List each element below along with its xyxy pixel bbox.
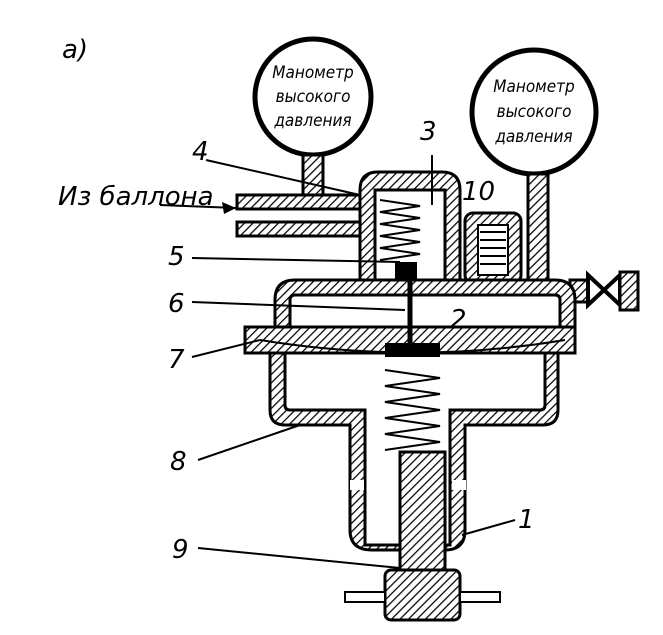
part-label-1: 1 <box>518 505 535 535</box>
arrow-head-icon <box>222 202 236 214</box>
gauge-right-line1: Манометр <box>493 77 575 97</box>
adjusting-screw-nut <box>383 568 462 622</box>
gauge-left-line1: Манометр <box>272 63 354 83</box>
gauge-right-line3: давления <box>494 127 572 147</box>
gauge-left-line3: давления <box>273 111 351 131</box>
left-pressure-gauge: Манометр высокого давления <box>252 36 374 199</box>
part-label-6: 6 <box>168 289 185 319</box>
part-label-4: 4 <box>192 137 209 167</box>
part-label-10: 10 <box>462 177 495 207</box>
inlet-pipe <box>235 193 369 238</box>
figure-label: а) <box>62 35 88 65</box>
inlet-label: Из баллона <box>58 182 214 212</box>
valve-cap <box>358 170 462 282</box>
gauge-right-line2: высокого <box>497 102 572 122</box>
leader-lines <box>191 155 516 569</box>
gauge-left-line2: высокого <box>276 87 351 107</box>
safety-valve-10 <box>463 211 523 285</box>
spring-5 <box>379 199 421 261</box>
spring-8 <box>384 369 441 451</box>
part-label-3: 3 <box>420 117 437 147</box>
part-label-8: 8 <box>170 447 187 477</box>
regulator-body <box>243 278 577 622</box>
part-label-2: 2 <box>450 305 467 335</box>
outlet-valve <box>568 270 640 312</box>
part-label-9: 9 <box>172 535 189 565</box>
part-label-5: 5 <box>168 242 185 272</box>
part-label-7: 7 <box>168 345 185 375</box>
